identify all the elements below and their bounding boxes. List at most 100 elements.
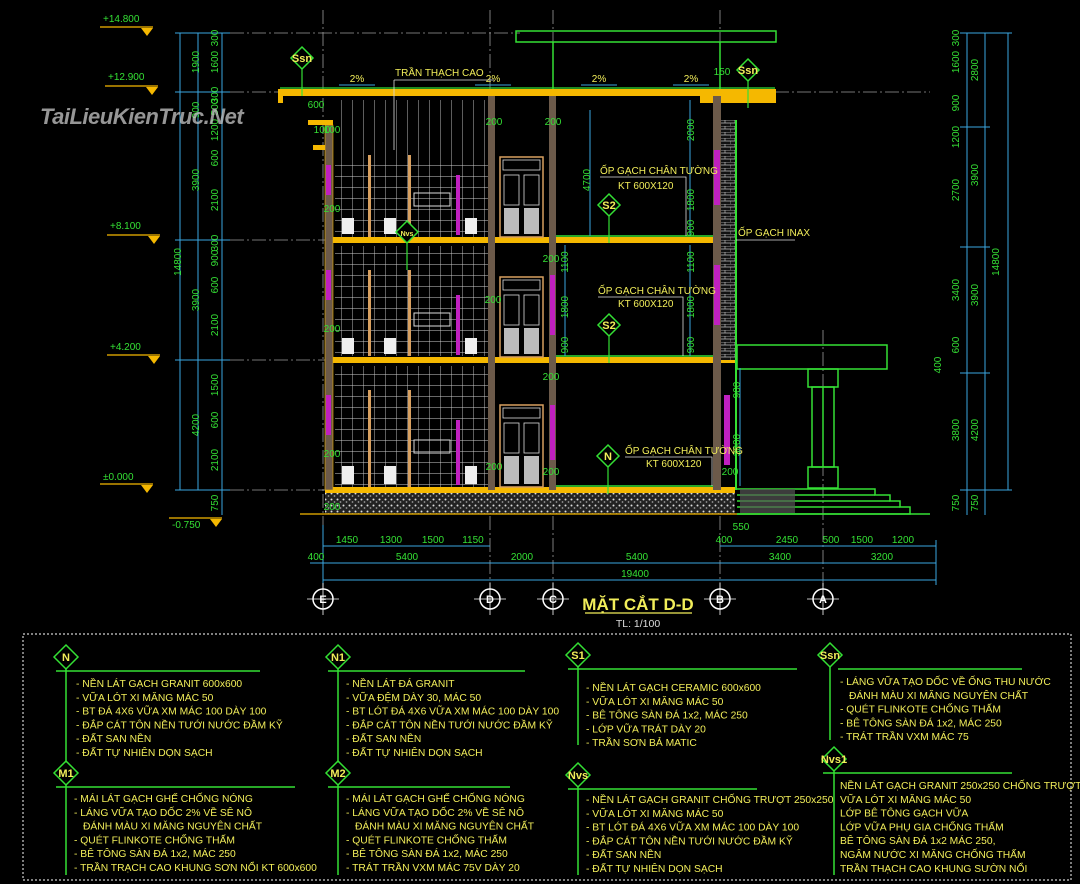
dimension-text: 2000	[511, 552, 534, 563]
dimension-text: 14800	[991, 248, 1002, 276]
watermark-logo: TaiLieuKienTruc.Net	[40, 104, 244, 129]
legend-tag-diamond-icon	[816, 641, 844, 669]
sanitary-fixtures	[342, 192, 477, 484]
legend-tag-diamond-icon	[324, 643, 352, 671]
dimension-text: 200	[324, 449, 341, 460]
axis-crosshair	[807, 583, 839, 615]
legend-line: - QUÉT FLINKOTE CHỐNG THẤM	[840, 702, 1001, 716]
dimension-text: 900	[560, 336, 571, 353]
dimension-text: 900	[686, 219, 697, 236]
dimension-text: 1200	[210, 118, 221, 141]
dimension-text: 1800	[686, 188, 697, 211]
dimension-text: 2100	[210, 188, 221, 211]
legend-tag-diamond-icon	[820, 745, 848, 773]
legend-line: NỀN LÁT GẠCH GRANIT 250x250 CHỐNG TRƯỢT	[840, 778, 1080, 792]
dimension-text: 900	[686, 336, 697, 353]
dimension-text: 4700	[582, 168, 593, 191]
legend-tag: N	[62, 652, 70, 664]
dimension-text: 300	[951, 29, 962, 46]
inax-tile-label: ỐP GẠCH INAX	[738, 225, 810, 239]
wall-tile-label: ỐP GẠCH CHÂN TƯỜNG	[625, 443, 743, 457]
level-marker-icon	[210, 519, 222, 527]
dimension-text: 3800	[951, 418, 962, 441]
legend-line: - NỀN LÁT GẠCH CERAMIC 600x600	[586, 681, 761, 694]
level-text: +8.100	[110, 221, 141, 232]
section-marker-label: Ssn	[738, 65, 758, 77]
legend-line: - TRÁT TRẦN VXM MÁC 75V DÀY 20	[346, 861, 520, 874]
legend-line: - BÊ TÔNG SÀN ĐÁ 1x2, MÁC 250	[74, 847, 236, 860]
dimension-text: 750	[951, 494, 962, 511]
level-text: +12.900	[108, 72, 145, 83]
legend-tag-diamond-icon	[564, 761, 592, 789]
dimension-text: 3900	[191, 288, 202, 311]
dimension-text: 400	[716, 535, 733, 546]
porch	[736, 344, 930, 515]
slope-label: 2%	[486, 74, 501, 85]
dimension-text: 1450	[336, 535, 359, 546]
legend-tag: Nvs1	[821, 754, 847, 766]
dimension-text: 600	[210, 149, 221, 166]
dimension-text: 900	[191, 101, 202, 118]
legend-line: - ĐẮP CÁT TÔN NỀN TƯỚI NƯỚC ĐẦM KỸ	[76, 718, 283, 731]
section-marker-label: S2	[602, 200, 615, 212]
dimension-text: 550	[733, 522, 750, 533]
legend-line: - BÊ TÔNG SÀN ĐÁ 1x2, MÁC 250	[840, 716, 1002, 729]
legend-tag-diamond-icon	[52, 643, 80, 671]
legend-line: - ĐẤT TỰ NHIÊN DỌN SẠCH	[586, 862, 723, 875]
drawing-title: MẶT CẮT D-D	[582, 595, 693, 614]
legend-line: - ĐẤT SAN NỀN	[586, 848, 661, 861]
dynamic-layer: 3001600300500120060021003009006002100150…	[52, 14, 1080, 875]
section-marker-label: Nvs	[401, 231, 414, 238]
legend-line: - BT LÓT ĐÁ 4X6 VỮA XM MÁC 100 DÀY 100	[346, 705, 559, 718]
legend-line: - BT ĐÁ 4X6 VỮA XM MÁC 100 DÀY 100	[76, 705, 267, 718]
dimension-text: 750	[210, 494, 221, 511]
legend-line: - ĐẤT SAN NỀN	[76, 732, 151, 745]
legend-line: - NỀN LÁT GẠCH GRANIT CHỐNG TRƯỢT 250x25…	[586, 792, 834, 806]
walls	[324, 96, 737, 491]
wall-tile-size-label: KT 600X120	[646, 459, 702, 470]
axis-label: A	[819, 594, 827, 606]
slope-label: 2%	[592, 74, 607, 85]
legend-line: - LÁNG VỮA TẠO DỐC 2% VỀ SÊ NÔ	[74, 805, 252, 819]
dimension-text: 100	[324, 125, 341, 136]
legend-line: - ĐẤT SAN NỀN	[346, 732, 421, 745]
dimension-text: 1500	[851, 535, 874, 546]
dimension-text: 600	[308, 100, 325, 111]
legend-tag-diamond-icon	[324, 759, 352, 787]
dimension-text: 1200	[951, 125, 962, 148]
dimension-text: 400	[933, 356, 944, 373]
dimension-text: 1300	[380, 535, 403, 546]
legend-line: - TRẦN TRẠCH CAO KHUNG SƠN NỔI KT 600x60…	[74, 861, 317, 874]
legend-line: - TRÁT TRẦN VXM MÁC 75	[840, 730, 969, 743]
dimension-text: 3200	[871, 552, 894, 563]
dimension-text: 2700	[951, 178, 962, 201]
legend-line: ĐÁNH MÀU XI MĂNG NGUYÊN CHẤT	[849, 689, 1029, 702]
legend-line: VỮA LÓT XI MĂNG MÁC 50	[840, 793, 971, 806]
dimension-text: 200	[543, 372, 560, 383]
dimension-text: 500	[210, 98, 221, 115]
dimension-text: 3900	[191, 168, 202, 191]
dimension-text: 1800	[686, 295, 697, 318]
axis-label: D	[486, 594, 494, 606]
dimension-text: 200	[324, 502, 341, 513]
wall-tile-label: ỐP GẠCH CHÂN TƯỜNG	[598, 283, 716, 297]
legend-line: - LÁNG VỮA TẠO DỐC 2% VỀ SÊ NÔ	[346, 805, 524, 819]
legend-tag: M2	[330, 768, 345, 780]
dimension-text: 100	[314, 125, 331, 136]
section-marker-label: S2	[602, 320, 615, 332]
dimension-text: 2000	[686, 118, 697, 141]
legend-line: ĐÁNH MÀU XI MĂNG NGUYÊN CHẤT	[83, 820, 263, 833]
dimension-text: 200	[543, 467, 560, 478]
toilet-tile-walls	[335, 100, 488, 488]
dimension-text: 1100	[560, 251, 571, 273]
dimension-text: 1500	[422, 535, 445, 546]
wall-tile-label: ỐP GẠCH CHÂN TƯỜNG	[600, 163, 718, 177]
level-marker-icon	[141, 485, 153, 493]
dimension-text: 1500	[210, 373, 221, 396]
legend-tag: N1	[331, 652, 345, 664]
legend-tag: Ssn	[820, 650, 840, 662]
dimension-text: 200	[485, 295, 502, 306]
wall-tile-size-label: KT 600X120	[618, 299, 674, 310]
legend-line: - VỮA LÓT XI MĂNG MÁC 50	[76, 691, 214, 704]
level-text: ±0.000	[103, 472, 134, 483]
